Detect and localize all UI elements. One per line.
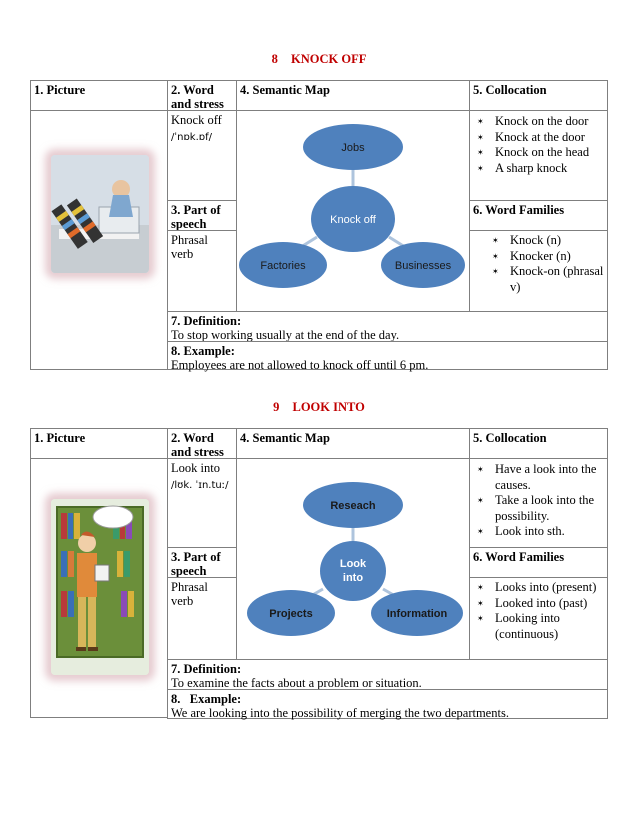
- entry-title: 8 KNOCK OFF: [0, 52, 638, 67]
- word-cell: Knock off /ˈnɒk.ɒf/: [167, 110, 237, 201]
- map-center-bubble: [311, 186, 395, 252]
- example-label: 8. Example:: [171, 344, 235, 358]
- word-header: 2. Word and stress: [167, 80, 237, 111]
- definition-label: 7. Definition:: [171, 314, 242, 328]
- collocation-item: Knock at the door: [473, 130, 604, 146]
- semantic-map-header: 4. Semantic Map: [236, 80, 470, 111]
- part-of-speech-cell: Phrasal verb: [167, 577, 237, 660]
- collocation-item: A sharp knock: [473, 161, 604, 177]
- collocation-cell: Knock on the door Knock at the door Knoc…: [469, 110, 608, 201]
- map-node-right: Information: [387, 608, 448, 620]
- stress-transcription: /lʊk. ˈɪn.tuː/: [171, 480, 229, 491]
- example-label: 8. Example:: [171, 692, 242, 706]
- word-family-item: Knock (n): [488, 233, 604, 249]
- map-node-right: Businesses: [395, 260, 452, 272]
- entry-heading: LOOK INTO: [292, 400, 365, 414]
- part-of-speech-header: 3. Part of speech: [167, 200, 237, 231]
- map-center-bubble: [320, 541, 386, 601]
- map-node-right-bubble: [371, 590, 463, 636]
- definition-cell: 7. Definition: To stop working usually a…: [167, 311, 608, 342]
- map-center-label-line1: Look: [340, 558, 367, 570]
- word-family-item: Looking into (continuous): [473, 611, 604, 642]
- collocation-item: Have a look into the causes.: [473, 462, 604, 493]
- entry-number: 9: [273, 400, 280, 414]
- collocation-header: 5. Collocation: [469, 428, 608, 459]
- word-family-item: Looks into (present): [473, 580, 604, 596]
- part-of-speech-header: 3. Part of speech: [167, 547, 237, 578]
- word-families-header: 6. Word Families: [469, 547, 608, 578]
- office-worker-photo: [51, 155, 149, 273]
- collocation-item: Knock on the door: [473, 114, 604, 130]
- picture-cell: [30, 110, 168, 370]
- example-cell: 8. Example: We are looking into the poss…: [167, 689, 608, 720]
- map-center-label-line2: into: [343, 572, 363, 584]
- definition-text: To examine the facts about a problem or …: [171, 676, 422, 690]
- map-node-left-bubble: [247, 590, 335, 636]
- word-families-header: 6. Word Families: [469, 200, 608, 231]
- word-family-item: Looked into (past): [473, 596, 604, 612]
- entry-title: 9 LOOK INTO: [0, 400, 638, 415]
- definition-text: To stop working usually at the end of th…: [171, 328, 400, 342]
- word-families-cell: Looks into (present) Looked into (past) …: [469, 577, 608, 660]
- map-node-top-bubble: [303, 124, 403, 170]
- map-node-right-bubble: [381, 242, 465, 288]
- example-text: We are looking into the possibility of m…: [171, 706, 509, 720]
- collocation-item: Look into sth.: [473, 524, 604, 540]
- word-family-item: Knock-on (phrasal v): [488, 264, 604, 295]
- definition-cell: 7. Definition: To examine the facts abou…: [167, 659, 608, 690]
- word-text: Knock off: [171, 113, 222, 127]
- part-of-speech-cell: Phrasal verb: [167, 230, 237, 312]
- picture-header: 1. Picture: [30, 428, 168, 459]
- example-text: Employees are not allowed to knock off u…: [171, 358, 429, 372]
- collocation-header: 5. Collocation: [469, 80, 608, 111]
- word-families-cell: Knock (n) Knocker (n) Knock-on (phrasal …: [469, 230, 608, 312]
- entry-heading: KNOCK OFF: [291, 52, 367, 66]
- map-node-left-bubble: [239, 242, 327, 288]
- semantic-map-cell: Jobs Knock off Factories Businesses: [236, 110, 470, 312]
- word-text: Look into: [171, 461, 220, 475]
- word-cell: Look into /lʊk. ˈɪn.tuː/: [167, 458, 237, 548]
- definition-label: 7. Definition:: [171, 662, 242, 676]
- collocation-cell: Have a look into the causes. Take a look…: [469, 458, 608, 548]
- map-center-label: Knock off: [330, 214, 377, 226]
- entry-number: 8: [271, 52, 278, 66]
- map-node-top: Jobs: [341, 142, 365, 154]
- collocation-item: Knock on the head: [473, 145, 604, 161]
- picture-cell: [30, 458, 168, 718]
- reading-man-illustration: [51, 499, 149, 675]
- semantic-map-header: 4. Semantic Map: [236, 428, 470, 459]
- map-node-left: Projects: [269, 608, 312, 620]
- picture-header: 1. Picture: [30, 80, 168, 111]
- map-node-top-bubble: [303, 482, 403, 528]
- collocation-item: Take a look into the possibility.: [473, 493, 604, 524]
- map-node-left: Factories: [260, 260, 306, 272]
- example-cell: 8. Example: Employees are not allowed to…: [167, 341, 608, 372]
- map-node-top: Reseach: [330, 500, 376, 512]
- word-header: 2. Word and stress: [167, 428, 237, 459]
- semantic-map-cell: Reseach Look into Projects Information: [236, 458, 470, 660]
- stress-transcription: /ˈnɒk.ɒf/: [171, 132, 213, 143]
- word-family-item: Knocker (n): [488, 249, 604, 265]
